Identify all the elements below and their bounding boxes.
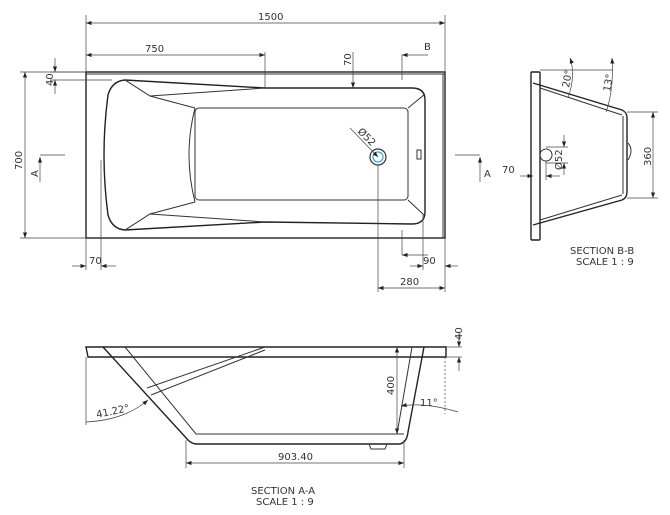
dim-400: 400 xyxy=(386,376,397,395)
rim-flange xyxy=(530,71,541,241)
top-view: 1500 750 70 B 40 700 A 70 90 280 Ø52 A xyxy=(14,12,491,292)
section-b-scale: SCALE 1 : 9 xyxy=(576,257,634,268)
top-view-dimension-lines xyxy=(20,15,483,292)
dim-drain-dia: Ø52 xyxy=(355,126,378,149)
dim-750: 750 xyxy=(145,44,164,55)
dim-360: 360 xyxy=(643,147,654,166)
backrest-curve xyxy=(188,107,196,203)
rim-flange xyxy=(85,346,447,358)
tub-cross-section xyxy=(102,346,425,445)
backrest-lines xyxy=(124,79,266,231)
dim-13deg: 13° xyxy=(602,73,616,92)
dim-280: 280 xyxy=(400,277,419,288)
drain-ring xyxy=(372,151,384,163)
section-b-marker-top: B xyxy=(424,42,431,53)
section-a-scale: SCALE 1 : 9 xyxy=(256,497,314,508)
inner-wall-lines xyxy=(539,87,624,221)
dim-890: 90 xyxy=(423,256,436,267)
bath-outline xyxy=(85,71,446,239)
section-b-view: 20° 13° 360 Ø52 70 SECTION B-B SCALE 1 :… xyxy=(502,57,658,268)
section-a-marker-left: A xyxy=(30,170,41,177)
section-a-marker-right: A xyxy=(484,169,491,180)
dim-drain-dia-b: Ø52 xyxy=(553,149,565,170)
section-a-view: 40 400 11° 41.22° 903.40 SECTION A-A SCA… xyxy=(85,327,465,508)
drain-section xyxy=(539,148,553,162)
dim-40: 40 xyxy=(45,73,56,86)
dim-40-a: 40 xyxy=(454,327,465,340)
dim-70-left: 70 xyxy=(89,256,102,267)
section-b-dimension-lines xyxy=(520,57,658,199)
basin-outline xyxy=(103,79,426,231)
section-a-dimension-lines xyxy=(85,333,462,468)
foot-bulge xyxy=(627,142,632,161)
tub-cross-section xyxy=(532,82,628,226)
overflow xyxy=(416,149,422,160)
section-b-title: SECTION B-B xyxy=(570,246,634,257)
dim-700: 700 xyxy=(14,151,25,170)
dim-70-b: 70 xyxy=(502,165,515,176)
dim-70-top: 70 xyxy=(343,53,354,66)
tub-foot xyxy=(368,443,388,450)
inner-wall-lines xyxy=(124,346,413,435)
basin-floor xyxy=(194,107,409,201)
dim-903-40: 903.40 xyxy=(278,452,313,463)
dim-1500: 1500 xyxy=(258,12,283,23)
dim-20deg: 20° xyxy=(561,69,575,88)
dim-11deg: 11° xyxy=(420,398,438,409)
section-a-title: SECTION A-A xyxy=(251,486,315,497)
foot-end-chamfers xyxy=(407,93,426,217)
